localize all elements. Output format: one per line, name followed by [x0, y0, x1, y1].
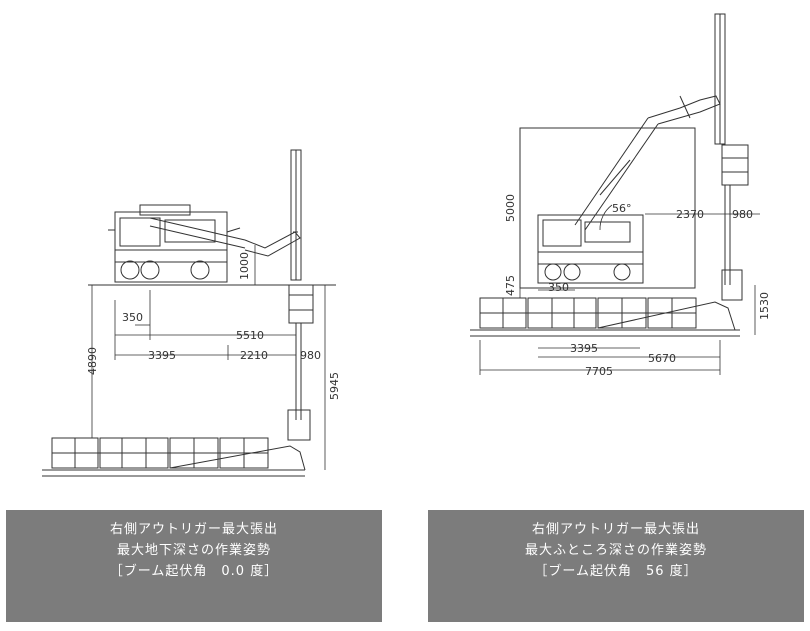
left-truck	[108, 204, 241, 283]
left-dim-980: 980	[300, 349, 321, 362]
right-dim-1530: 1530	[758, 292, 771, 320]
left-dimension-labels: 350 5510 3395 2210 980 4890 5945 1000	[86, 252, 341, 400]
right-dimension-labels: 5000 56° 2370 980 475 350 1530 3395 5670…	[504, 194, 771, 378]
left-pallets	[42, 437, 306, 477]
left-drawing	[42, 149, 336, 477]
right-dim-5670: 5670	[648, 352, 676, 365]
left-caption-line3: ［ブーム起伏角 0.0 度］	[109, 564, 279, 579]
right-caption-line3: ［ブーム起伏角 56 度］	[534, 564, 698, 579]
right-caption: 右側アウトリガー最大張出 最大ふところ深さの作業姿勢 ［ブーム起伏角 56 度］	[428, 510, 804, 622]
left-dim-3395: 3395	[148, 349, 176, 362]
left-dim-5510: 5510	[236, 329, 264, 342]
right-dim-2370: 2370	[676, 208, 704, 221]
left-vertical-boom	[287, 149, 314, 441]
right-vertical-boom	[714, 13, 749, 301]
right-caption-line1: 右側アウトリガー最大張出	[531, 522, 700, 537]
left-dim-5945: 5945	[328, 372, 341, 400]
right-dim-3395: 3395	[570, 342, 598, 355]
right-dim-5000: 5000	[504, 194, 517, 222]
right-dim-350: 350	[548, 281, 569, 294]
left-dimension-lines	[91, 245, 326, 470]
right-dimension-lines	[479, 128, 760, 375]
right-dim-7705: 7705	[585, 365, 613, 378]
right-dim-980: 980	[732, 208, 753, 221]
left-boom	[149, 217, 301, 257]
right-dim-475: 475	[504, 275, 517, 296]
left-dim-4890: 4890	[86, 347, 99, 375]
right-truck	[537, 214, 644, 284]
left-caption: 右側アウトリガー最大張出 最大地下深さの作業姿勢 ［ブーム起伏角 0.0 度］	[6, 510, 382, 622]
left-dim-2210: 2210	[240, 349, 268, 362]
left-dim-350: 350	[122, 311, 143, 324]
right-dim-56deg: 56°	[612, 202, 632, 215]
right-boom	[574, 95, 721, 231]
right-caption-line2: 最大ふところ深さの作業姿勢	[524, 543, 707, 558]
drawings-canvas: 350 5510 3395 2210 980 4890 5945 1000	[42, 13, 771, 477]
left-caption-line2: 最大地下深さの作業姿勢	[116, 543, 271, 558]
left-dim-1000: 1000	[238, 252, 251, 280]
right-drawing	[470, 13, 760, 375]
left-caption-line1: 右側アウトリガー最大張出	[109, 522, 278, 537]
right-pallets	[470, 297, 740, 337]
